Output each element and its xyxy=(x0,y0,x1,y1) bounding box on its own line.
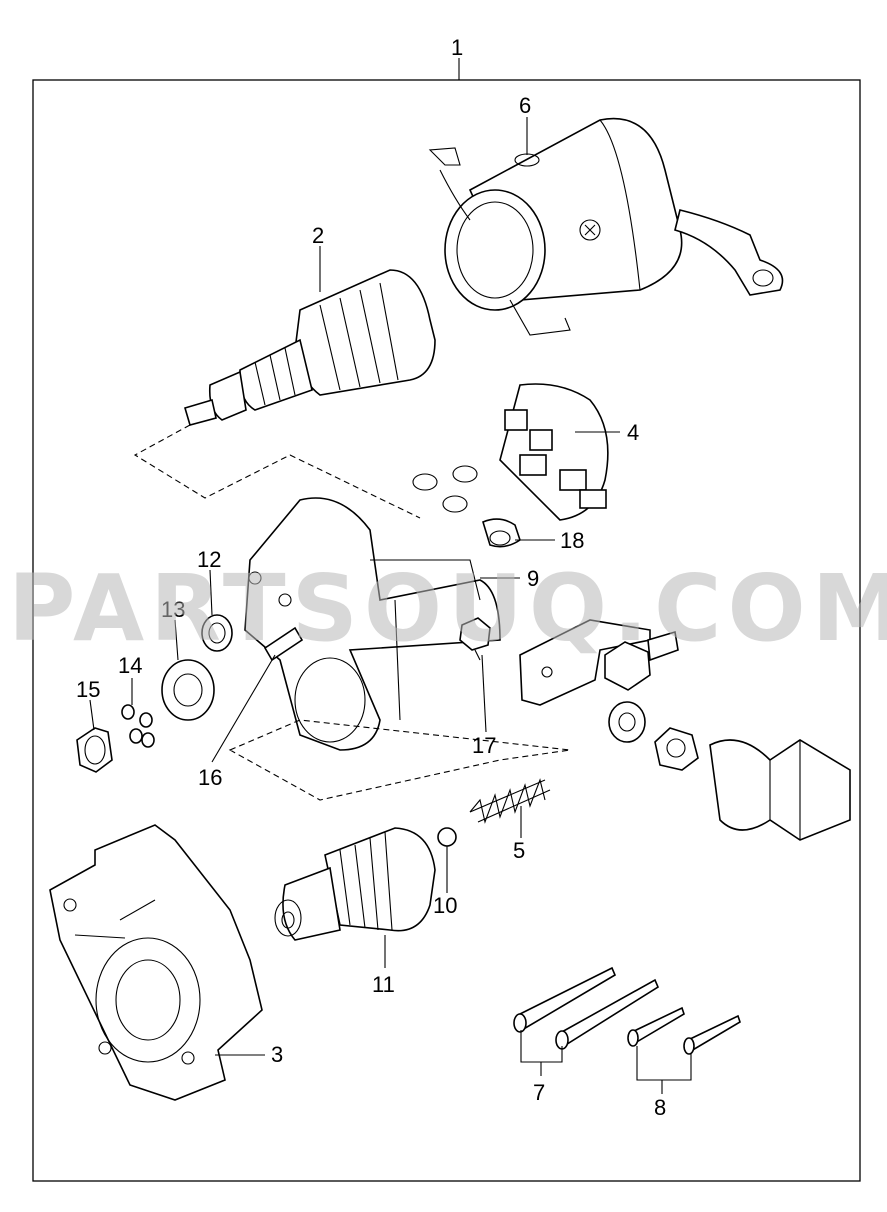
solenoid-bracket[interactable] xyxy=(519,619,651,706)
part-7-through-bolts[interactable] xyxy=(513,966,660,1050)
leader-lines xyxy=(89,117,692,1094)
callout-16: 16 xyxy=(198,765,222,790)
part-10-steel-ball[interactable] xyxy=(437,827,457,847)
armature-dashed-guide xyxy=(133,424,421,519)
callout-4: 4 xyxy=(627,420,639,445)
callout-17: 17 xyxy=(472,733,496,758)
callout-8: 8 xyxy=(654,1095,666,1120)
part-2-armature[interactable] xyxy=(184,269,436,426)
part-6-field-yoke[interactable] xyxy=(428,117,784,336)
callout-12: 12 xyxy=(197,547,221,572)
callout-14: 14 xyxy=(118,653,142,678)
callout-10: 10 xyxy=(433,893,457,918)
callout-6: 6 xyxy=(519,93,531,118)
part-15-cap[interactable] xyxy=(76,727,113,773)
part-11-pinion-clutch[interactable] xyxy=(274,827,436,941)
callout-1: 1 xyxy=(451,35,463,60)
part-4-brush-holder[interactable] xyxy=(412,383,609,521)
part-18-insulator[interactable] xyxy=(482,518,521,548)
part-14-bearings[interactable] xyxy=(121,704,155,748)
callout-5: 5 xyxy=(513,838,525,863)
callout-2: 2 xyxy=(312,223,324,248)
callout-3: 3 xyxy=(271,1042,283,1067)
magnetic-switch[interactable] xyxy=(709,739,851,841)
washer[interactable] xyxy=(608,701,646,743)
part-16-shaft[interactable] xyxy=(263,626,304,662)
hex-nut[interactable] xyxy=(654,727,699,771)
callout-18: 18 xyxy=(560,528,584,553)
part-5-spring[interactable] xyxy=(469,778,551,824)
part-3-drive-end-frame[interactable] xyxy=(49,824,263,1101)
part-8-screws[interactable] xyxy=(627,1006,741,1055)
assembly-frame xyxy=(32,79,861,1182)
callout-13: 13 xyxy=(161,597,185,622)
part-13-internal-gear[interactable] xyxy=(161,659,215,721)
watermark: PARTSOUQ.COM xyxy=(8,555,887,662)
callout-7: 7 xyxy=(533,1080,545,1105)
part-17-terminal-nut[interactable] xyxy=(459,617,491,661)
housing-dashed-guide xyxy=(228,719,571,801)
callout-9: 9 xyxy=(527,566,539,591)
callout-15: 15 xyxy=(76,677,100,702)
part-12-planetary-gear[interactable] xyxy=(201,614,233,652)
part-9-housing[interactable] xyxy=(244,497,501,751)
callout-11: 11 xyxy=(372,972,395,997)
solenoid-bolt[interactable] xyxy=(604,630,679,691)
